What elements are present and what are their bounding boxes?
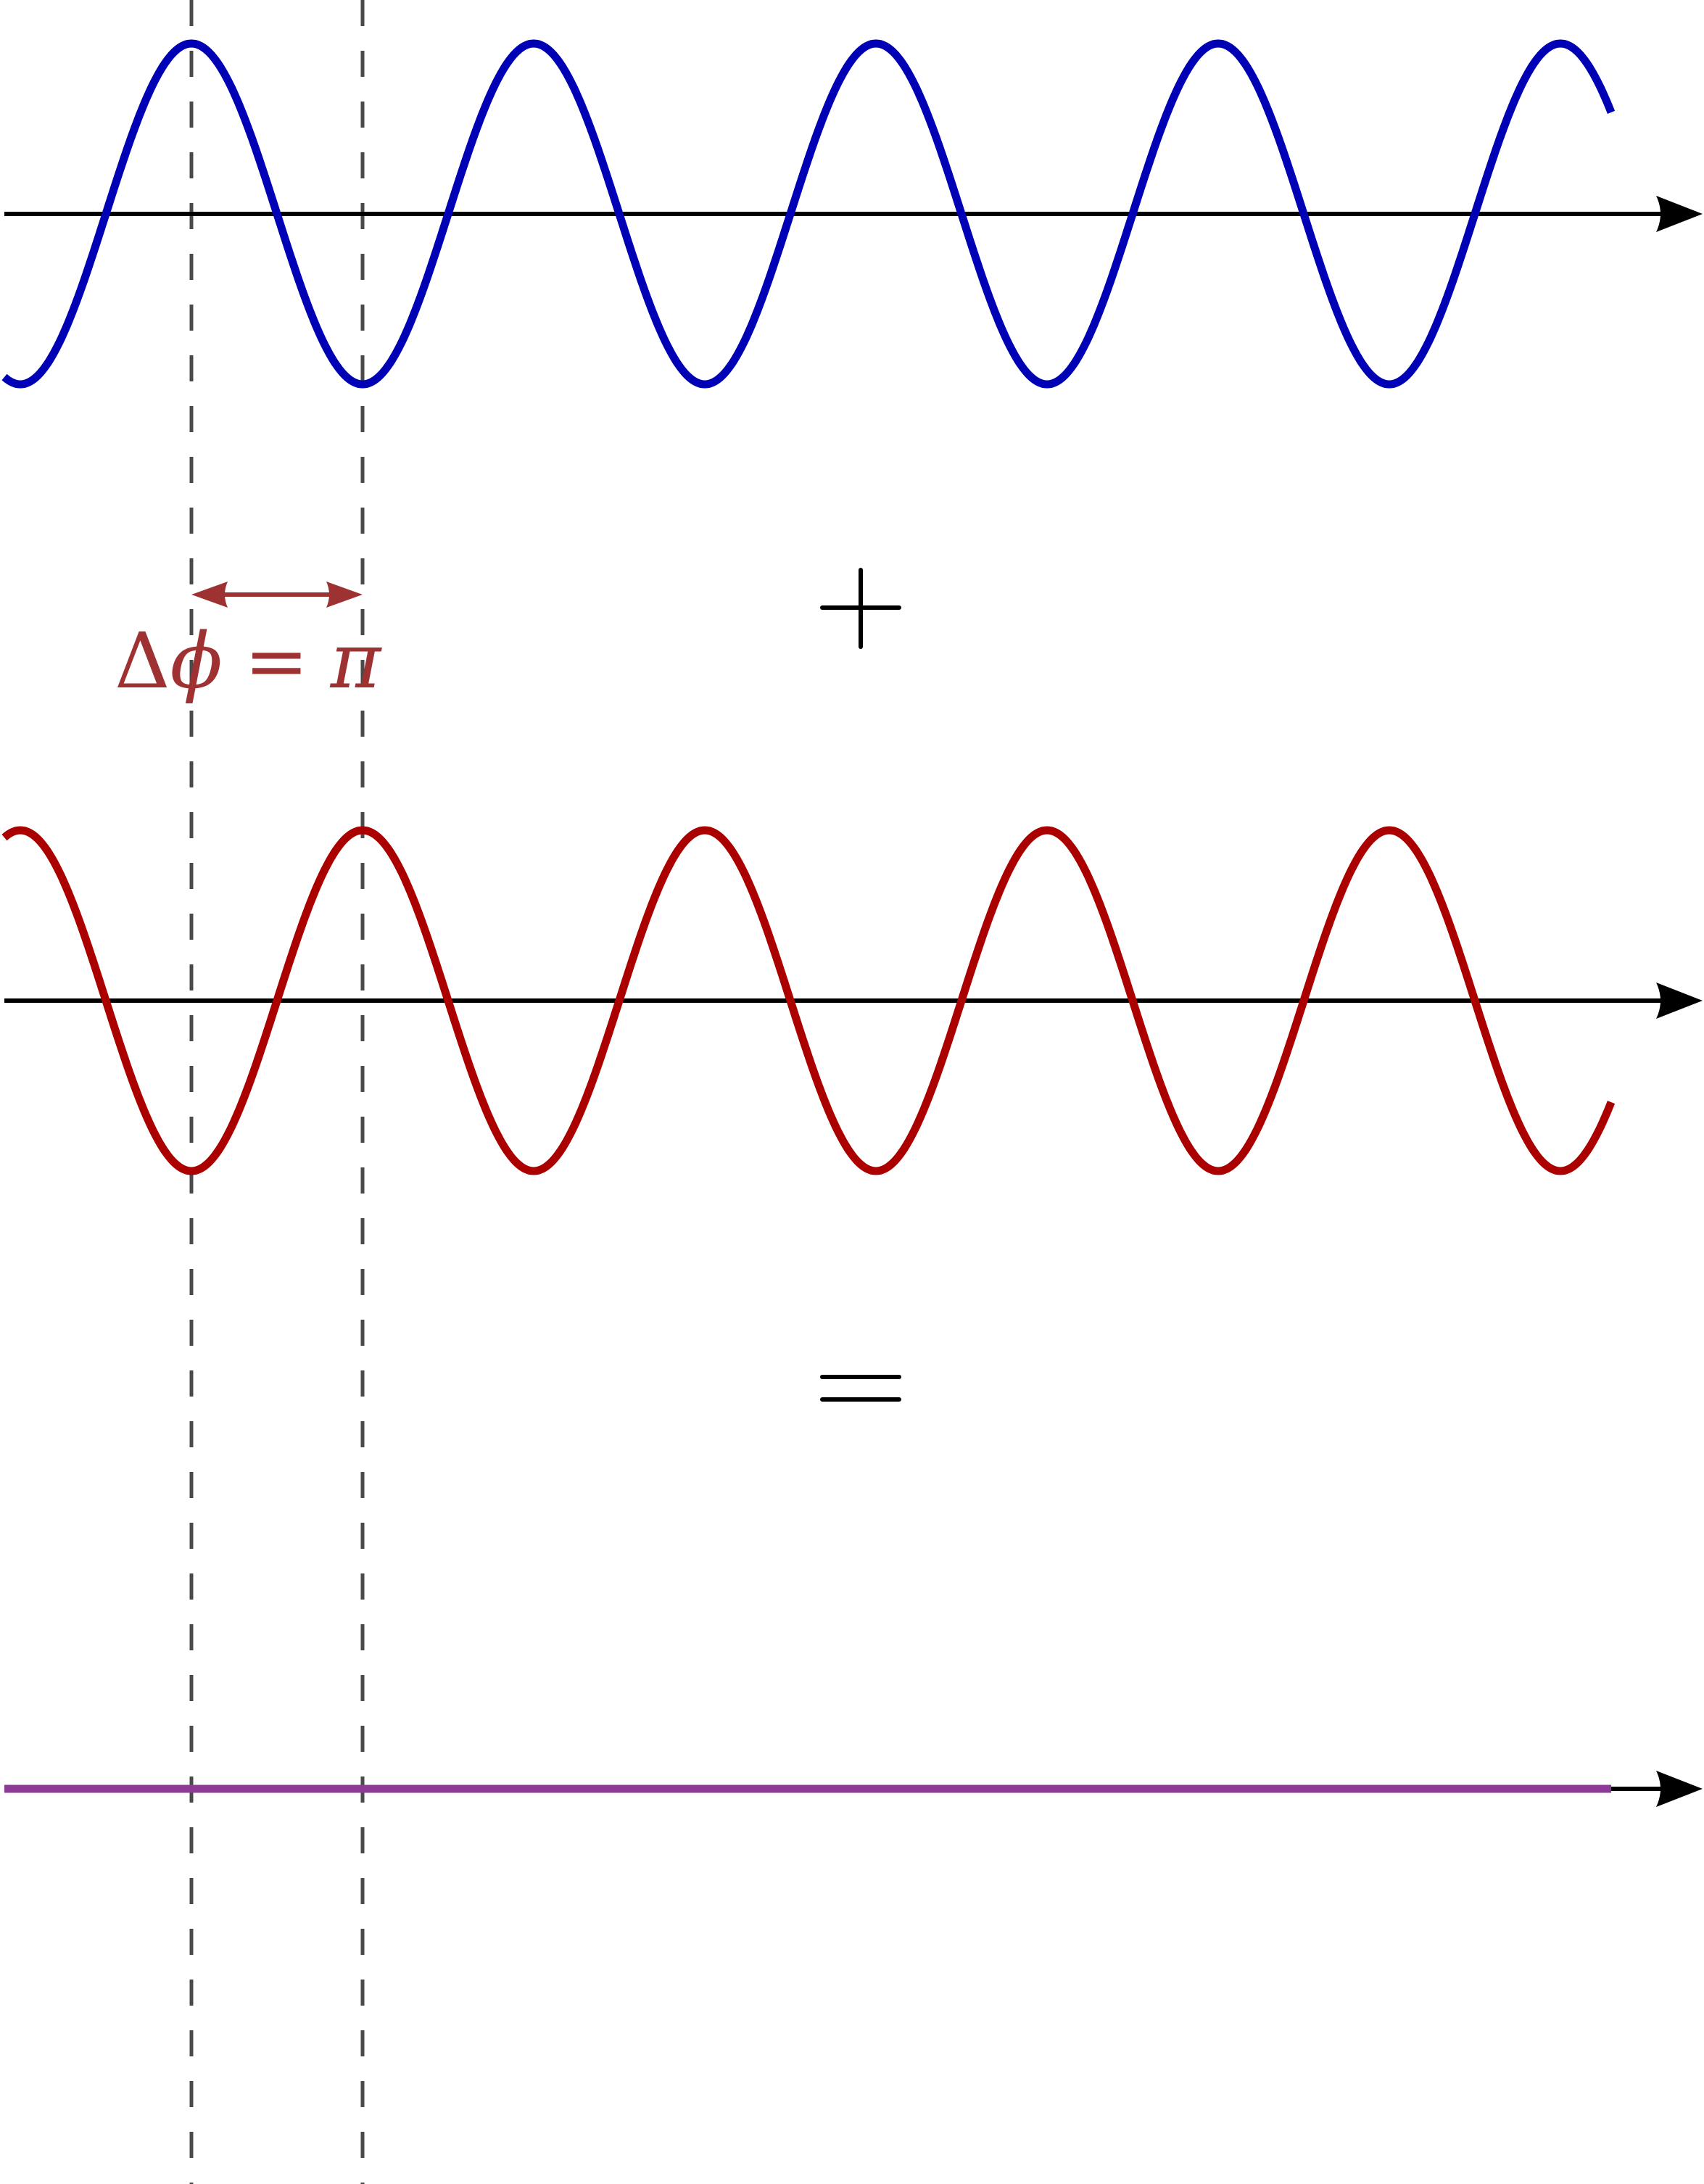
plus-operator <box>820 568 901 649</box>
phase-difference-label: Δϕ=π <box>115 616 383 706</box>
delta-symbol: Δ <box>115 616 170 706</box>
equals-operator <box>820 1375 901 1402</box>
annotation-equals: = <box>244 616 309 706</box>
axis-2-arrowhead <box>1656 983 1703 1019</box>
phase-arrow-right-head <box>326 582 363 608</box>
axis-1 <box>4 196 1703 232</box>
pi-symbol: π <box>330 616 383 706</box>
phase-difference-arrow <box>191 582 363 608</box>
wave-1-curve <box>1 39 1616 389</box>
axis-3-arrowhead <box>1656 1771 1703 1807</box>
wave-2-curve <box>1 826 1616 1175</box>
phi-symbol: ϕ <box>170 616 223 706</box>
phase-arrow-left-head <box>191 582 228 608</box>
axis-1-arrowhead <box>1656 196 1703 232</box>
axis-2 <box>4 983 1703 1019</box>
